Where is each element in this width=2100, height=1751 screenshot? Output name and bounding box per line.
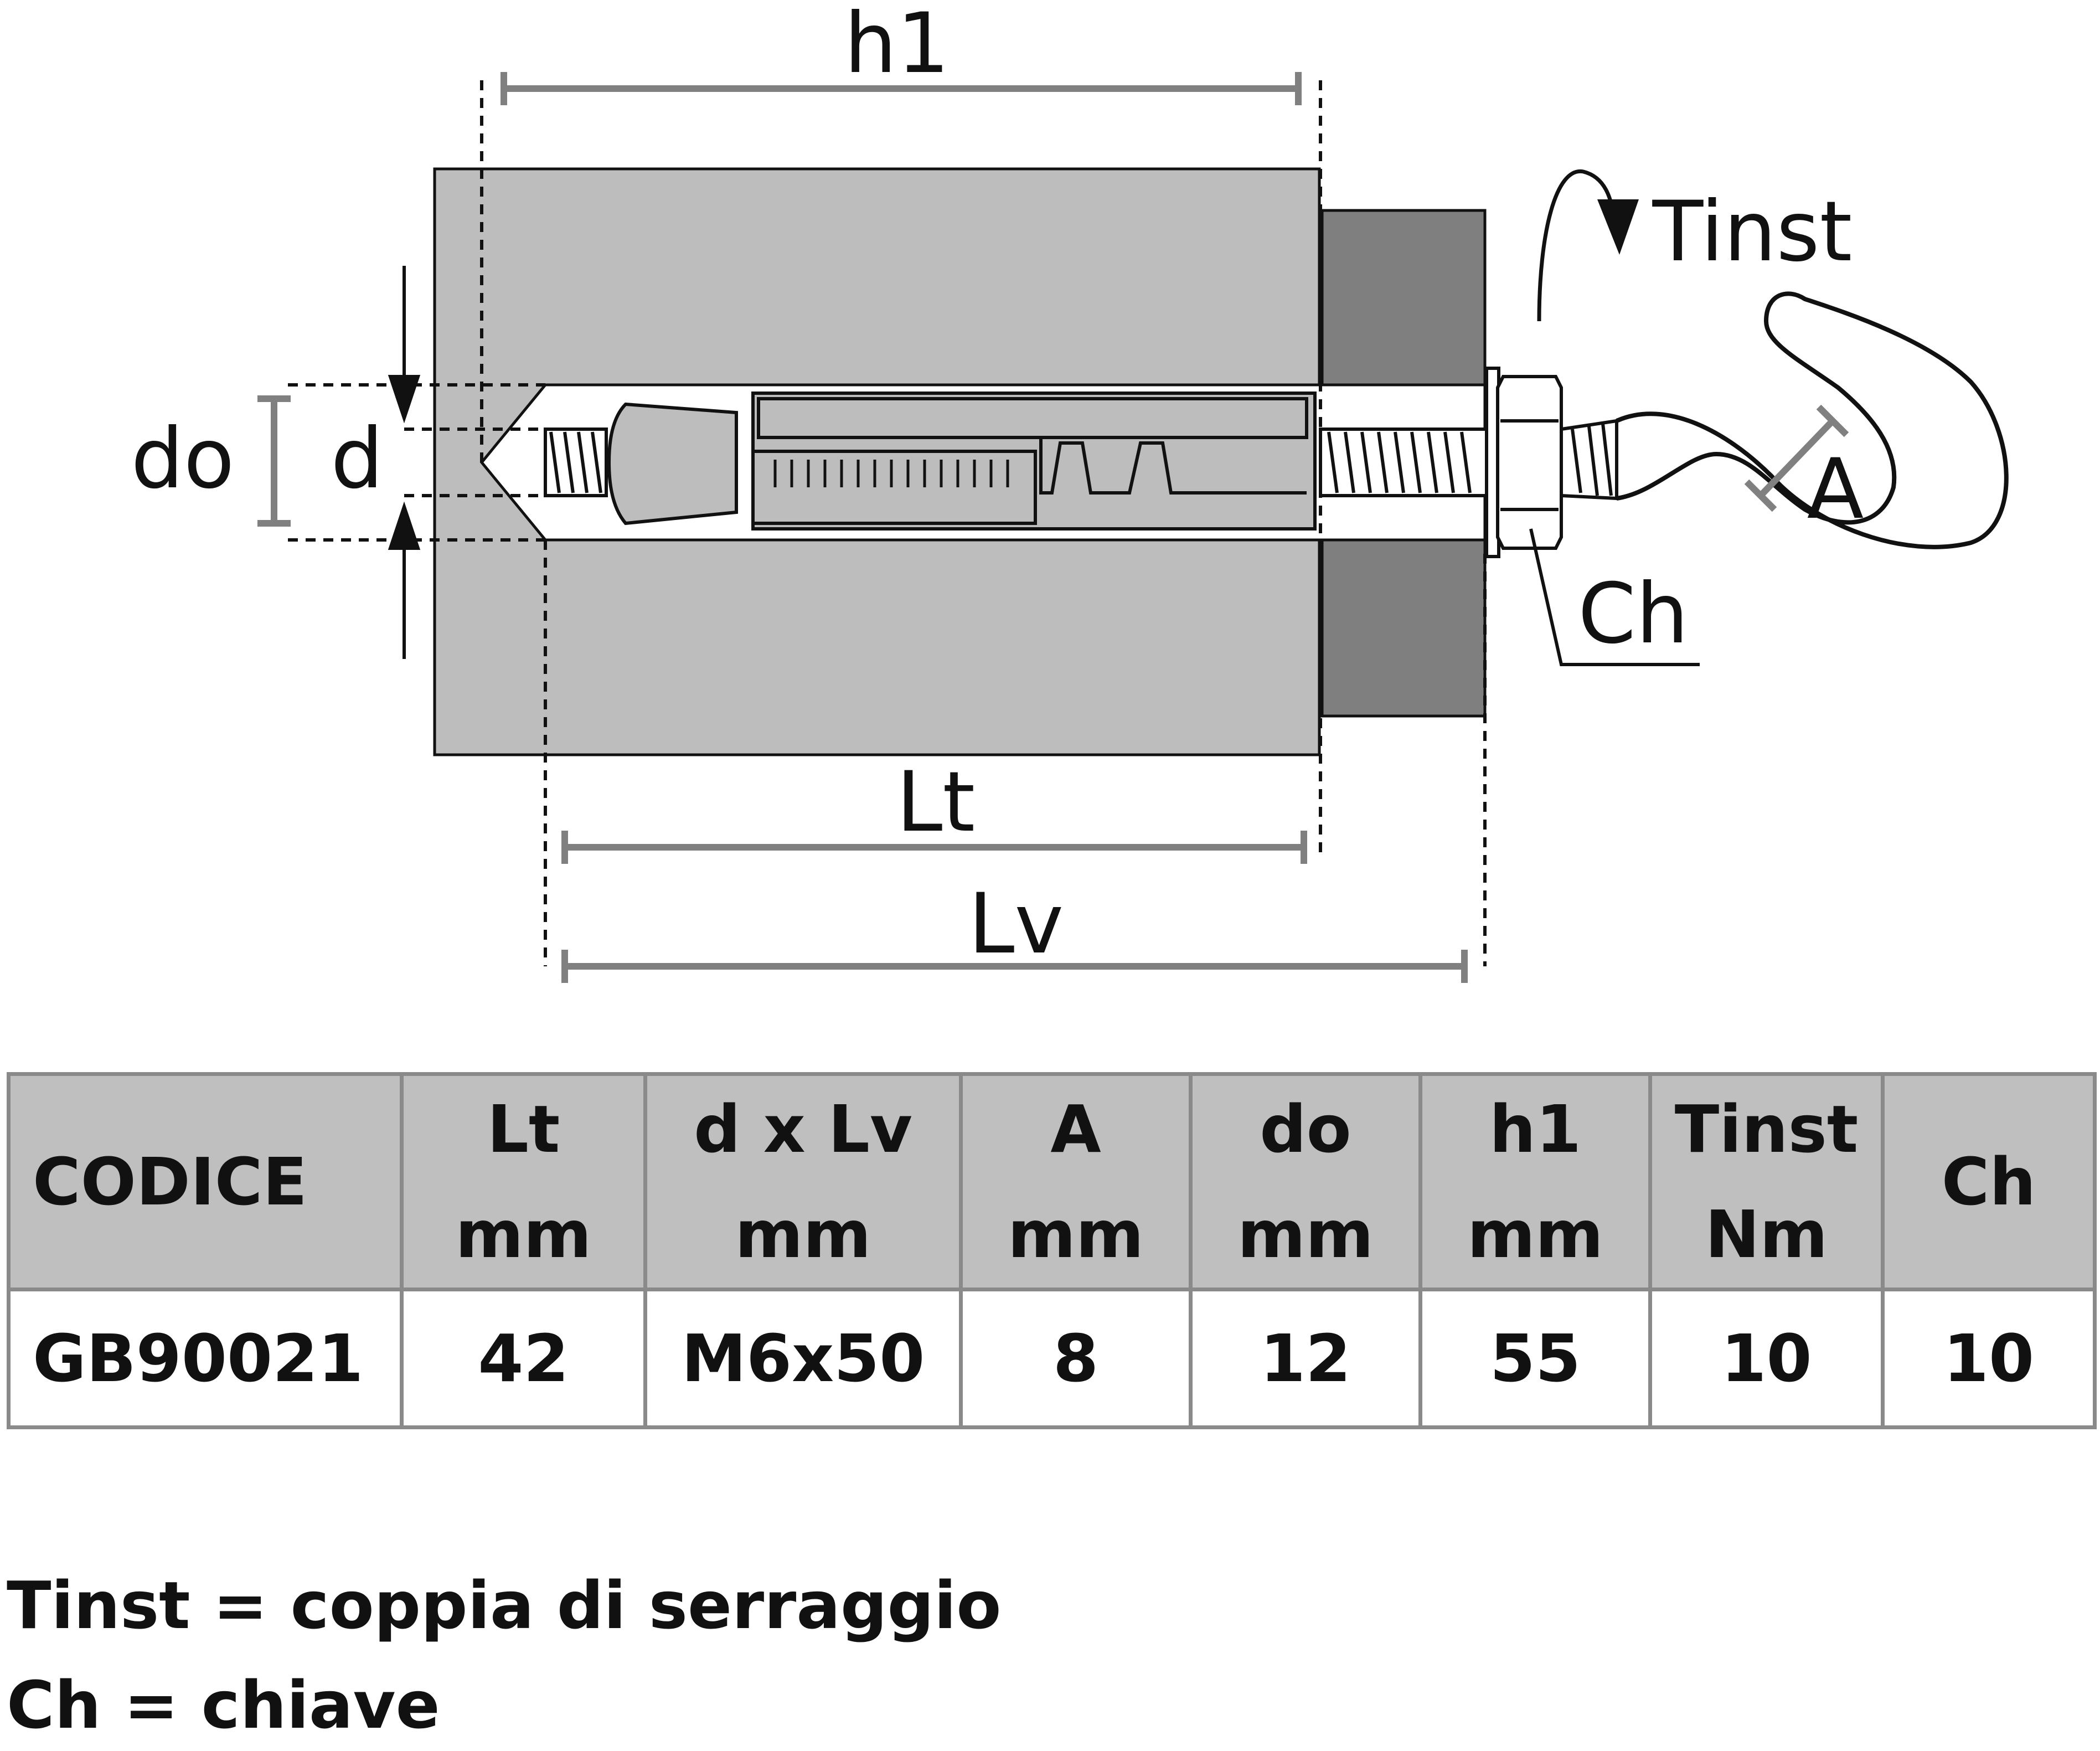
cell-h1: 55 — [1418, 1288, 1652, 1429]
threaded-rod-left — [544, 428, 608, 497]
d-arrows — [388, 266, 421, 659]
table-row: GB90021 42 M6x50 8 12 55 10 10 — [7, 1288, 2097, 1429]
legend-tinst: Tinst = coppia di serraggio — [7, 1567, 1002, 1644]
hook — [1616, 291, 2009, 549]
expansion-sleeve — [751, 392, 1317, 531]
expansion-cone — [607, 402, 738, 526]
cell-codice: GB90021 — [7, 1288, 404, 1429]
label-d: d — [331, 411, 383, 507]
threaded-rod-right — [1319, 428, 1488, 497]
hook-shank-thread — [1561, 419, 1618, 501]
label-h1: h1 — [844, 0, 950, 92]
ch-leader-line — [1529, 528, 1700, 666]
cell-d-x-lv: M6x50 — [643, 1288, 963, 1429]
cell-ch: 10 — [1881, 1288, 2097, 1429]
cell-lt: 42 — [400, 1288, 647, 1429]
cell-tinst: 10 — [1648, 1288, 1885, 1429]
header-ch: Ch — [1881, 1072, 2097, 1291]
label-lv: Lv — [968, 876, 1064, 972]
label-lt: Lt — [896, 754, 975, 851]
header-codice: CODICE — [7, 1072, 404, 1291]
sleeve-ribs — [773, 460, 1009, 487]
label-tinst: Tinst — [1652, 184, 1853, 280]
label-do: do — [131, 411, 235, 507]
cell-do: 12 — [1189, 1288, 1422, 1429]
torque-arrow-icon — [1537, 169, 1639, 322]
cell-a: 8 — [959, 1288, 1193, 1429]
dimension-lines — [257, 72, 1849, 983]
label-ch: Ch — [1578, 566, 1689, 662]
hex-nut — [1496, 375, 1563, 550]
legend-ch: Ch = chiave — [7, 1667, 440, 1743]
label-a: A — [1807, 441, 1864, 538]
anchor-diagram: h1 Lt Lv do d A Ch Tinst — [131, 0, 2009, 983]
